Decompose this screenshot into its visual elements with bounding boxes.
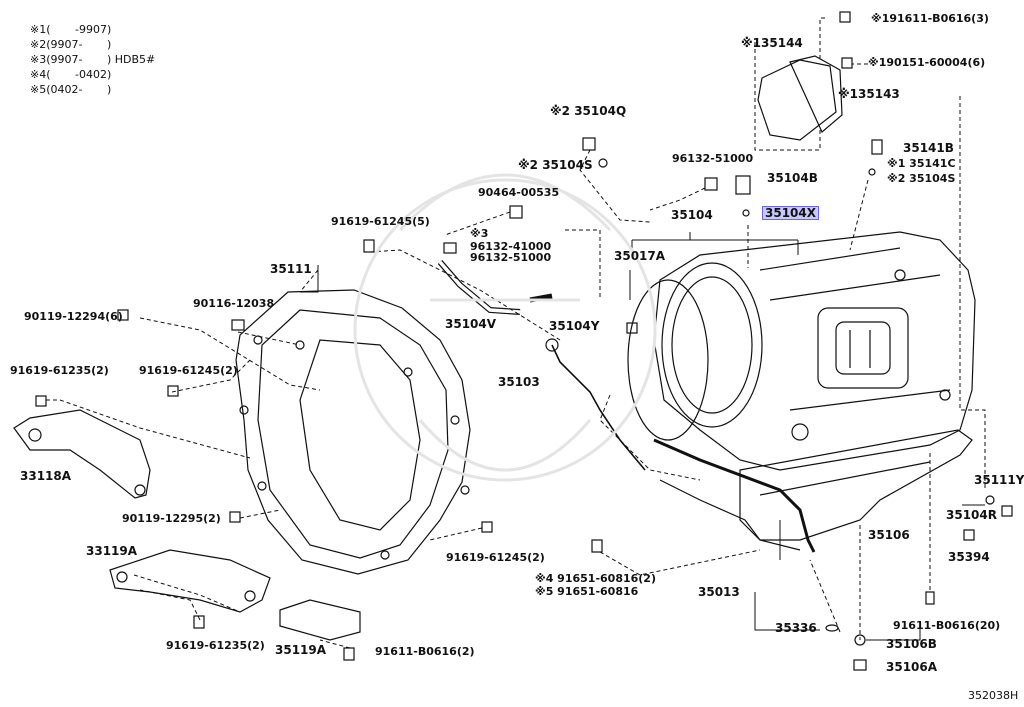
part-label-35143[interactable]: ※135143 (838, 87, 900, 101)
part-label-91619-61245-5[interactable]: 91619-61245(5) (331, 215, 430, 228)
note-4: ※4( -0402) (30, 68, 112, 81)
part-label-91611-b0616-2[interactable]: 91611-B0616(2) (375, 645, 475, 658)
part-label-35394[interactable]: 35394 (948, 550, 990, 564)
part-label-35104r[interactable]: 35104R (946, 508, 997, 522)
diagram-id: 352038H (968, 689, 1019, 702)
part-label-90119-12295[interactable]: 90119-12295(2) (122, 512, 221, 525)
part-label-35104b[interactable]: 35104B (767, 171, 818, 185)
part-label-35104[interactable]: 35104 (671, 208, 713, 222)
watermark-logo (353, 173, 657, 482)
part-label-35336[interactable]: 35336 (775, 621, 817, 635)
part-label-35104q[interactable]: ※2 35104Q (550, 104, 627, 118)
part-label-35106[interactable]: 35106 (868, 528, 910, 542)
note-2: ※2(9907- ) (30, 38, 112, 51)
part-label-35144[interactable]: ※135144 (741, 36, 803, 50)
bell-housing-drawing (235, 289, 471, 575)
part-label-35106b[interactable]: 35106B (886, 637, 937, 651)
note-5: ※5(0402- ) (30, 83, 112, 96)
part-label-35104s-left[interactable]: ※2 35104S (518, 158, 593, 172)
o-ring-drawing (627, 279, 709, 441)
part-label-96132-41000[interactable]: 96132-41000 (470, 240, 552, 253)
note-mark-3: ※3 (470, 227, 489, 240)
part-label-35106a[interactable]: 35106A (886, 660, 938, 674)
part-label-96132-51000-bottom[interactable]: 96132-51000 (470, 251, 552, 264)
part-label-190151-60004[interactable]: ※190151-60004(6) (868, 56, 986, 69)
part-label-35104s-right[interactable]: ※2 35104S (887, 172, 956, 185)
part-label-35119a[interactable]: 35119A (275, 643, 327, 657)
part-label-33119a[interactable]: 33119A (86, 544, 138, 558)
part-label-90116-12038[interactable]: 90116-12038 (193, 297, 275, 310)
part-label-35111[interactable]: 35111 (270, 262, 312, 276)
part-label-35111y[interactable]: 35111Y (974, 473, 1024, 487)
part-label-90119-12294[interactable]: 90119-12294(6) (24, 310, 123, 323)
part-label-91619-61235-left[interactable]: 91619-61235(2) (10, 364, 109, 377)
oil-pan-drawing (739, 429, 973, 541)
part-label-35104v[interactable]: 35104V (445, 317, 497, 331)
part-label-35141c[interactable]: ※1 35141C (887, 157, 956, 170)
part-label-35141b[interactable]: 35141B (903, 141, 954, 155)
transmission-case-drawing (653, 231, 976, 471)
part-label-91611-b0616-20[interactable]: 91611-B0616(20) (893, 619, 1001, 632)
part-label-90464-00535[interactable]: 90464-00535 (478, 186, 560, 199)
part-label-91619-61245-mid[interactable]: 91619-61245(2) (139, 364, 238, 377)
part-label-35104y[interactable]: 35104Y (549, 319, 600, 333)
part-label-35017a[interactable]: 35017A (614, 249, 666, 263)
note-1: ※1( -9907) (30, 23, 112, 36)
part-label-91651-60816-5[interactable]: ※5 91651-60816 (535, 585, 639, 598)
note-3: ※3(9907- ) HDB5# (30, 53, 156, 66)
part-label-35103[interactable]: 35103 (498, 375, 540, 389)
part-label-91619-61245-bottom[interactable]: 91619-61245(2) (446, 551, 545, 564)
part-label-35104x-highlighted[interactable]: 35104X (762, 206, 819, 220)
part-label-96132-51000-top[interactable]: 96132-51000 (672, 152, 754, 165)
part-label-191611-b0616[interactable]: ※191611-B0616(3) (871, 12, 989, 25)
part-label-91651-60816-4[interactable]: ※4 91651-60816(2) (535, 572, 656, 585)
part-label-35013[interactable]: 35013 (698, 585, 740, 599)
part-label-91619-61235-bottom[interactable]: 91619-61235(2) (166, 639, 265, 652)
part-label-33118a[interactable]: 33118A (20, 469, 72, 483)
